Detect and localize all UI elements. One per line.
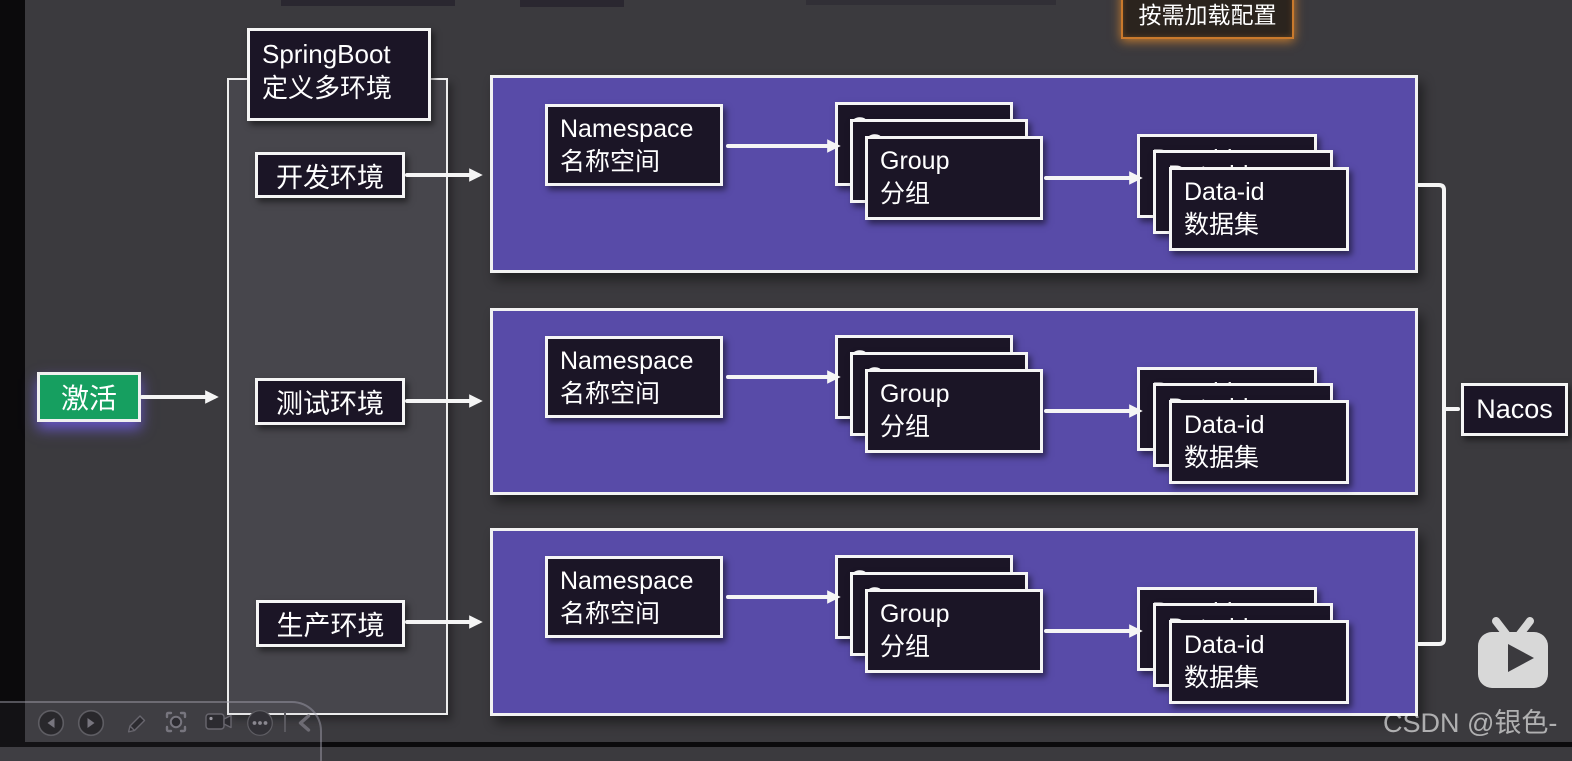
- activate-box: 激活: [37, 372, 141, 422]
- env-box-test: 测试环境: [255, 378, 405, 425]
- bilibili-logo-button[interactable]: [1470, 610, 1560, 700]
- spotlight-icon: [165, 711, 187, 733]
- pen-tool-button[interactable]: [120, 707, 150, 737]
- camera-icon: [205, 713, 232, 730]
- top-cutoff-shape: [281, 0, 455, 6]
- env-box-prod-label: 生产环境: [276, 611, 385, 641]
- springboot-line2: 定义多环境: [262, 73, 393, 104]
- note-label: 按需加载配置: [1138, 2, 1277, 28]
- dataid-card-front: Data-id 数据集: [1169, 167, 1349, 251]
- dataid-zh: 数据集: [1184, 210, 1260, 239]
- env-box-test-label: 测试环境: [276, 389, 384, 419]
- previous-icon: [37, 709, 65, 737]
- note-on-demand-config: 按需加载配置: [1121, 0, 1294, 39]
- namespace-en: Namespace: [560, 115, 694, 143]
- env-box-dev: 开发环境: [255, 152, 405, 198]
- group-card-front: Group 分组: [865, 589, 1043, 673]
- springboot-header-box: SpringBoot 定义多环境: [247, 28, 431, 121]
- nacos-label: Nacos: [1476, 394, 1553, 424]
- top-cutoff-shape: [806, 0, 1056, 5]
- group-zh: 分组: [880, 179, 931, 208]
- toolbar-divider: [284, 712, 286, 732]
- group-card-front: Group 分组: [865, 369, 1043, 453]
- dataid-en: Data-id: [1184, 178, 1265, 206]
- next-icon: [77, 709, 105, 737]
- env-box-prod: 生产环境: [256, 600, 405, 647]
- namespace-box: Namespace 名称空间: [545, 104, 723, 186]
- pen-icon: [127, 715, 146, 733]
- dataid-card-front: Data-id 数据集: [1169, 400, 1349, 484]
- nacos-box: Nacos: [1461, 383, 1568, 436]
- top-cutoff-shape: [520, 0, 624, 7]
- activate-label: 激活: [60, 383, 117, 414]
- collapse-toolbar-button[interactable]: [292, 710, 316, 736]
- group-card-front: Group 分组: [865, 136, 1043, 220]
- group-en: Group: [880, 147, 950, 175]
- bottom-letterbox: [0, 742, 1572, 747]
- springboot-line1: SpringBoot: [262, 39, 391, 69]
- previous-slide-button[interactable]: [37, 709, 65, 737]
- left-letterbox: [0, 0, 25, 747]
- more-icon: [247, 710, 273, 736]
- bilibili-tv-icon: [1478, 617, 1548, 688]
- namespace-box: Namespace 名称空间: [545, 556, 723, 638]
- more-tools-button[interactable]: [246, 709, 274, 737]
- namespace-zh: 名称空间: [560, 147, 661, 176]
- spotlight-tool-button[interactable]: [161, 707, 191, 737]
- camera-tool-button[interactable]: [202, 708, 236, 736]
- collapse-icon: [298, 714, 311, 732]
- next-slide-button[interactable]: [77, 709, 105, 737]
- dataid-card-front: Data-id 数据集: [1169, 620, 1349, 704]
- watermark: CSDN @银色-: [1383, 708, 1558, 738]
- namespace-box: Namespace 名称空间: [545, 336, 723, 418]
- env-box-dev-label: 开发环境: [276, 162, 384, 193]
